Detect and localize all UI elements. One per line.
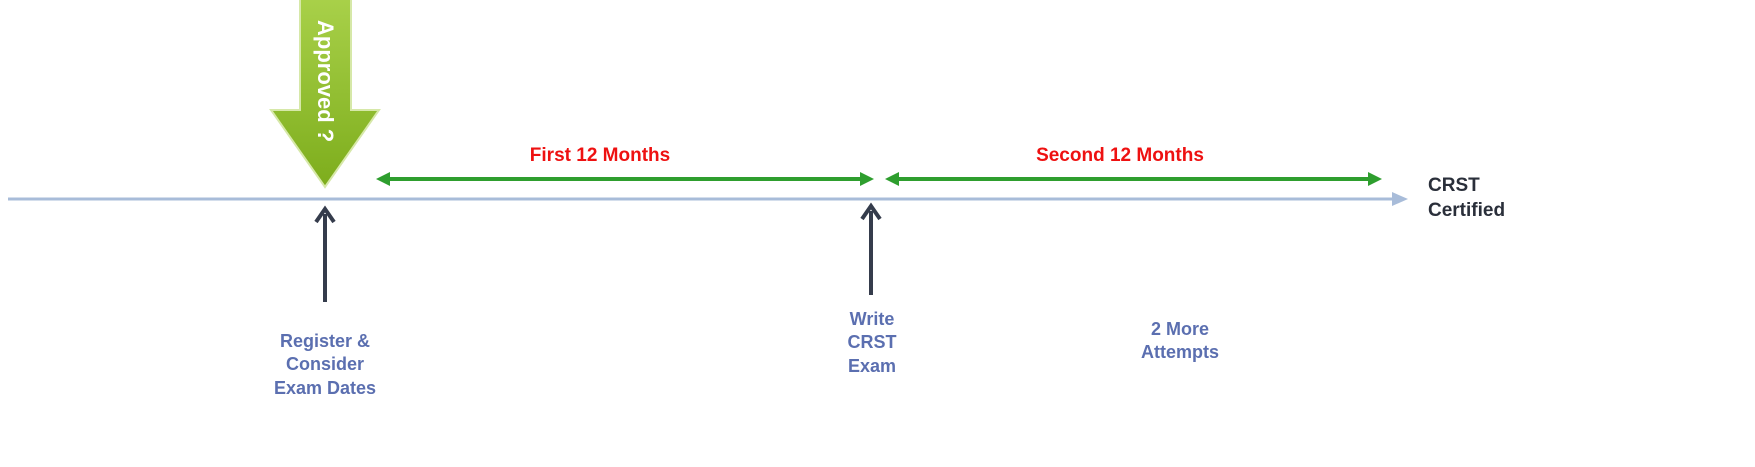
- approved-label: Approved ?: [313, 20, 338, 143]
- register-milestone-label: Register & Consider Exam Dates: [273, 331, 377, 398]
- second-period-label: Second 12 Months: [1036, 145, 1204, 166]
- register-pointer-arrow: [314, 205, 336, 302]
- approved-arrow: [269, 0, 381, 189]
- first-period-arrow: [376, 172, 874, 186]
- second-period-arrow: [885, 172, 1382, 186]
- certified-label: CRST Certified: [1428, 175, 1506, 221]
- timeline-axis: [8, 192, 1408, 206]
- first-period-label: First 12 Months: [529, 145, 671, 166]
- write-exam-milestone-label: Write CRST Exam: [847, 309, 897, 376]
- more-attempts-label: 2 More Attempts: [1140, 319, 1219, 363]
- write-exam-pointer-arrow: [860, 202, 882, 295]
